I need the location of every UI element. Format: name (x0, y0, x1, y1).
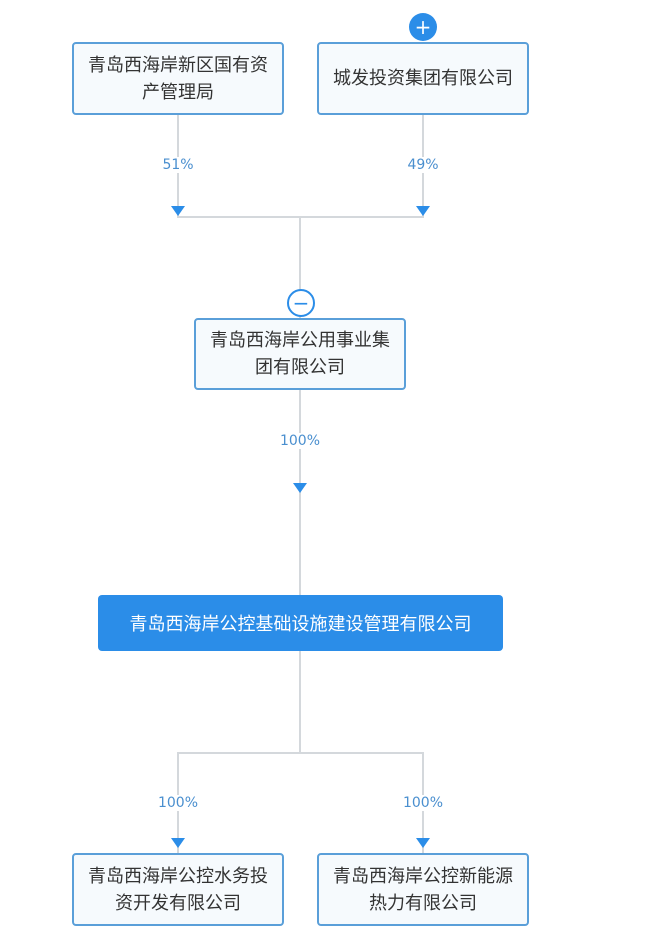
node-label: 青岛西海岸公控水务投资开发有限公司 (88, 865, 268, 914)
subsidiary-node[interactable]: 青岛西海岸公控新能源热力有限公司 (317, 853, 529, 926)
node-label: 青岛西海岸公控新能源热力有限公司 (333, 865, 513, 914)
shareholder-node[interactable]: 城发投资集团有限公司 (317, 42, 529, 115)
percent-label: 51% (138, 157, 218, 173)
plus-icon[interactable]: + (409, 13, 437, 41)
percent-label: 100% (260, 433, 340, 449)
arrow-down-icon (171, 838, 185, 848)
arrow-down-icon (416, 838, 430, 848)
arrow-down-icon (416, 206, 430, 216)
connector (299, 216, 301, 318)
connector (299, 651, 301, 753)
node-label: 青岛西海岸新区国有资产管理局 (88, 54, 268, 103)
arrow-down-icon (171, 206, 185, 216)
node-label: 青岛西海岸公用事业集团有限公司 (210, 330, 390, 378)
parent-node[interactable]: 青岛西海岸公用事业集团有限公司 (194, 318, 406, 390)
connector (177, 752, 424, 754)
focus-company-node[interactable]: 青岛西海岸公控基础设施建设管理有限公司 (98, 595, 503, 651)
node-label: 城发投资集团有限公司 (333, 68, 513, 89)
node-label: 青岛西海岸公控基础设施建设管理有限公司 (129, 614, 472, 635)
percent-label: 100% (138, 795, 218, 811)
shareholder-node[interactable]: 青岛西海岸新区国有资产管理局 (72, 42, 284, 115)
arrow-down-icon (293, 483, 307, 493)
subsidiary-node[interactable]: 青岛西海岸公控水务投资开发有限公司 (72, 853, 284, 926)
percent-label: 100% (383, 795, 463, 811)
minus-icon[interactable]: − (287, 289, 315, 317)
percent-label: 49% (383, 157, 463, 173)
